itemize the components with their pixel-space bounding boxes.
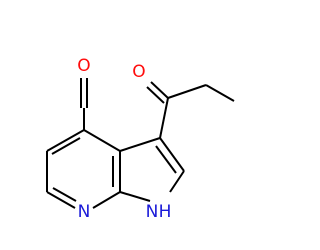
bond-c3-c2	[159, 137, 185, 172]
bond-c2-n1	[169, 170, 185, 193]
bond-c4-c5	[46, 129, 85, 152]
bond-c3a-c3	[119, 137, 161, 152]
bond-acetyl-methyl	[167, 84, 207, 99]
bond-acetyl-co-1	[150, 81, 169, 99]
bond-n1-c7a	[119, 191, 151, 202]
molecule-structure: O O N N H	[46, 56, 235, 222]
atom-nitrogen-pyrrole: N	[146, 202, 159, 222]
bond-methyl-end	[205, 84, 235, 102]
bond-c3a-c4	[83, 129, 121, 152]
bond-c6-n7	[46, 191, 76, 209]
bond-c3-acetyl	[159, 97, 169, 139]
atom-labels: O O N N H	[77, 56, 171, 222]
bond-n7-c7a	[92, 191, 121, 209]
atom-oxygen-aldehyde: O	[77, 56, 90, 76]
bonds	[46, 78, 235, 209]
bond-c4-c5-inner	[51, 137, 81, 155]
bond-acetyl-co-2	[146, 86, 165, 104]
bond-c6-n7-inner	[52, 187, 77, 202]
atom-hydrogen-pyrrole: H	[159, 202, 172, 222]
atom-oxygen-acetyl: O	[132, 62, 145, 82]
atom-nitrogen-pyridine: N	[78, 202, 91, 222]
bond-c3-c2-inner	[155, 145, 177, 174]
